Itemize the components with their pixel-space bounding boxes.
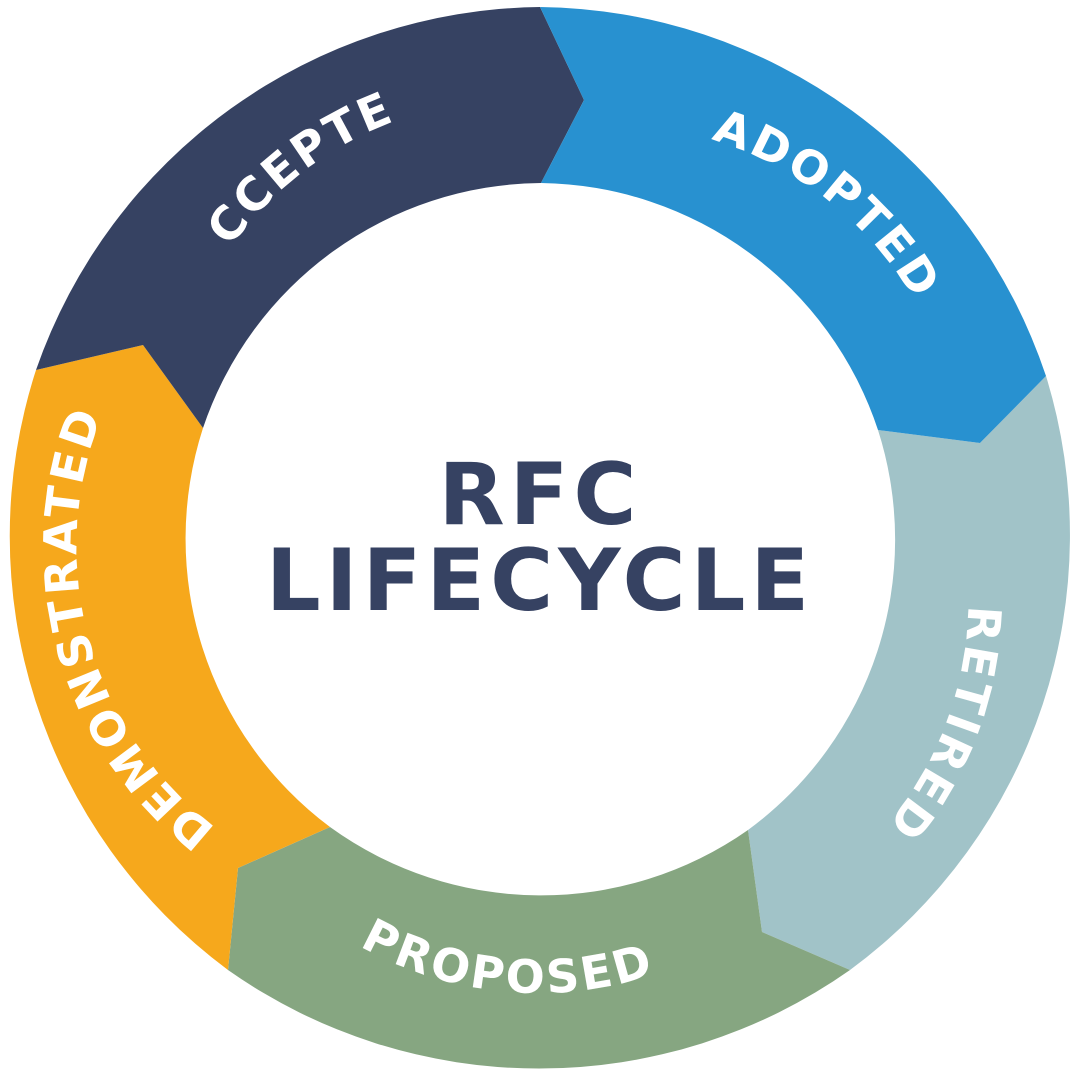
proposed-segment (228, 827, 850, 1069)
retired-segment (748, 376, 1070, 970)
diagram-title: RFC LIFECYCLE (240, 452, 840, 624)
demonstrated-segment (9, 345, 331, 970)
accepted-segment (36, 7, 584, 428)
adopted-segment (540, 7, 1046, 443)
title-line-1: RFC (438, 445, 642, 545)
title-line-2: LIFECYCLE (265, 531, 815, 631)
